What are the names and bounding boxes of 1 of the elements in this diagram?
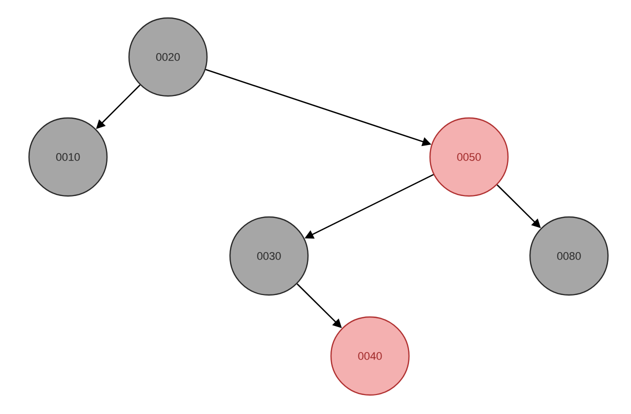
arrow (96, 84, 140, 129)
